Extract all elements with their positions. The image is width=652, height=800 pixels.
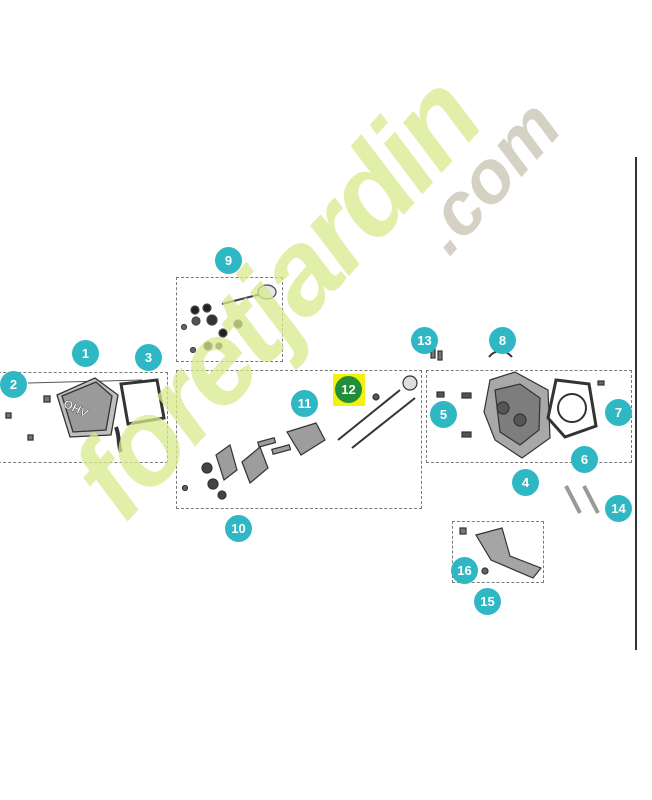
callout-2[interactable]: 2 <box>0 371 27 398</box>
rocker-cover <box>5 377 166 454</box>
callout-8[interactable]: 8 <box>489 327 516 354</box>
callout-3[interactable]: 3 <box>135 344 162 371</box>
frame-cover-group <box>0 372 168 463</box>
cylinder-head <box>430 348 605 514</box>
callout-1[interactable]: 1 <box>72 340 99 367</box>
callout-7[interactable]: 7 <box>605 399 632 426</box>
valve-parts <box>180 284 277 354</box>
callout-6[interactable]: 6 <box>571 446 598 473</box>
callout-14[interactable]: 14 <box>605 495 632 522</box>
rocker-parts <box>181 375 418 500</box>
callout-11[interactable]: 11 <box>291 390 318 417</box>
frame-valve-group <box>176 277 283 362</box>
leader-line-2 <box>27 379 143 384</box>
callout-5[interactable]: 5 <box>430 401 457 428</box>
callout-10[interactable]: 10 <box>225 515 252 542</box>
frame-rocker-group <box>176 370 422 509</box>
callout-15[interactable]: 15 <box>474 588 501 615</box>
frame-shield-group <box>452 521 544 583</box>
deflector-shield <box>459 527 542 579</box>
callout-13[interactable]: 13 <box>411 327 438 354</box>
page-divider-line <box>635 157 637 650</box>
callout-9[interactable]: 9 <box>215 247 242 274</box>
callout-16[interactable]: 16 <box>451 557 478 584</box>
frame-head-group <box>426 370 632 463</box>
callout-12[interactable]: 12 <box>335 376 362 403</box>
callout-4[interactable]: 4 <box>512 469 539 496</box>
